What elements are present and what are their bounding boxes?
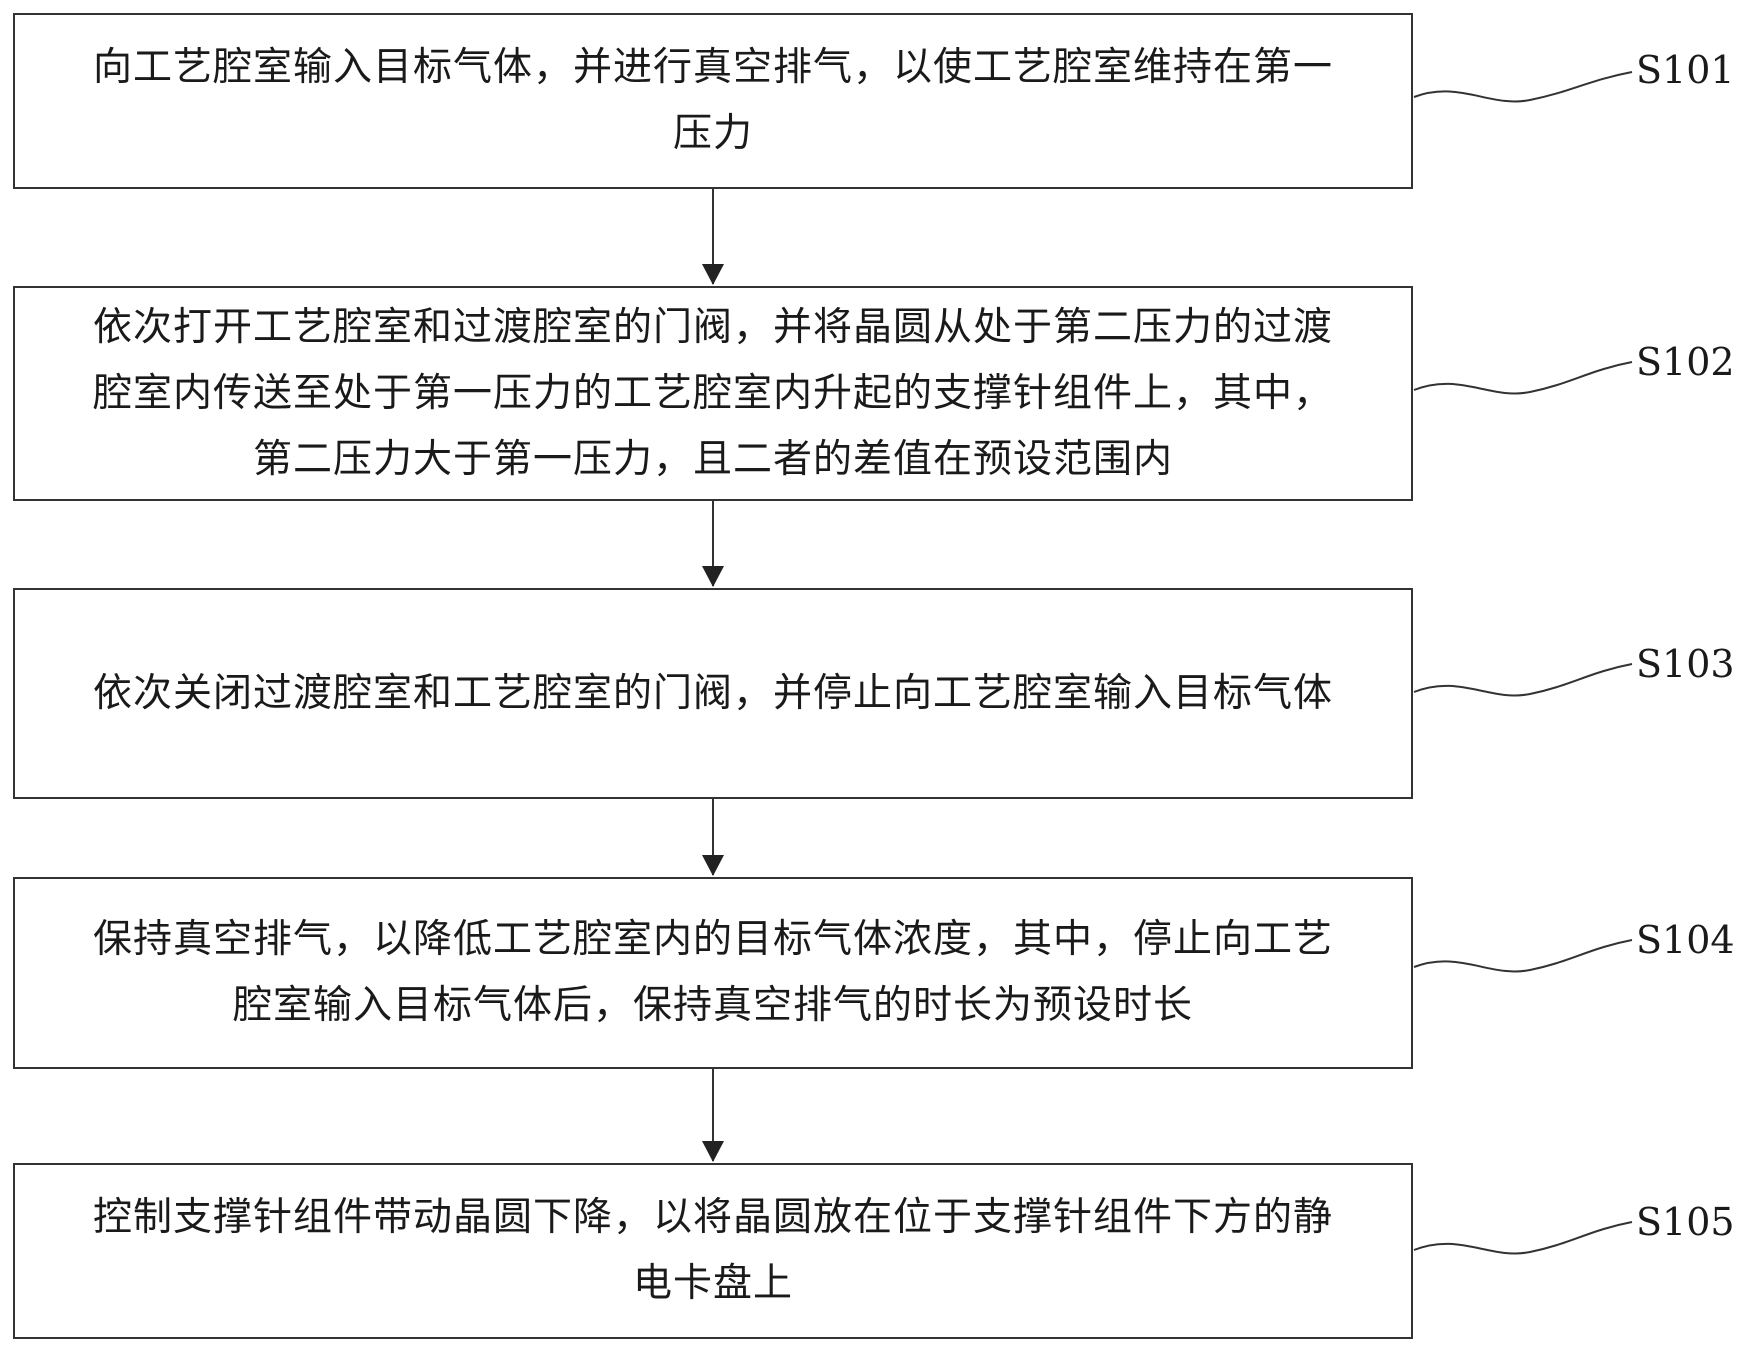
- step-text-s102: 依次打开工艺腔室和过渡腔室的门阀，并将晶圆从处于第二压力的过渡 腔室内传送至处于…: [37, 295, 1389, 493]
- step-line: 腔室内传送至处于第一压力的工艺腔室内升起的支撑针组件上，其中，: [92, 370, 1333, 416]
- step-label-s102: S102: [1636, 340, 1735, 384]
- step-label-s105: S105: [1636, 1200, 1735, 1244]
- step-line: 依次关闭过渡腔室和工艺腔室的门阀，并停止向工艺腔室输入目标气体: [92, 670, 1333, 716]
- step-label-s104: S104: [1636, 918, 1735, 962]
- step-label-s101: S101: [1636, 48, 1735, 92]
- step-box-s103: 依次关闭过渡腔室和工艺腔室的门阀，并停止向工艺腔室输入目标气体: [13, 588, 1413, 799]
- arrowhead-s104: [702, 855, 724, 876]
- step-box-s102: 依次打开工艺腔室和过渡腔室的门阀，并将晶圆从处于第二压力的过渡 腔室内传送至处于…: [13, 286, 1413, 501]
- step-box-s105: 控制支撑针组件带动晶圆下降，以将晶圆放在位于支撑针组件下方的静 电卡盘上: [13, 1163, 1413, 1339]
- step-line: 保持真空排气，以降低工艺腔室内的目标气体浓度，其中，停止向工艺: [92, 917, 1333, 962]
- leader-line-s104: [1413, 939, 1633, 973]
- step-line: 电卡盘上: [632, 1261, 793, 1306]
- step-line: 第二压力大于第一压力，且二者的差值在预设范围内: [252, 436, 1173, 482]
- step-line: 控制支撑针组件带动晶圆下降，以将晶圆放在位于支撑针组件下方的静: [92, 1195, 1333, 1240]
- step-line: 依次打开工艺腔室和过渡腔室的门阀，并将晶圆从处于第二压力的过渡: [92, 304, 1333, 350]
- step-box-s104: 保持真空排气，以降低工艺腔室内的目标气体浓度，其中，停止向工艺 腔室输入目标气体…: [13, 877, 1413, 1069]
- leader-line-s101: [1413, 71, 1633, 103]
- arrowhead-s102: [702, 264, 724, 285]
- arrowhead-s103: [702, 566, 724, 587]
- step-line: 压力: [672, 111, 753, 156]
- step-text-s105: 控制支撑针组件带动晶圆下降，以将晶圆放在位于支撑针组件下方的静 电卡盘上: [37, 1185, 1389, 1317]
- leader-line-s102: [1413, 361, 1633, 395]
- step-label-s103: S103: [1636, 642, 1735, 686]
- step-box-s101: 向工艺腔室输入目标气体，并进行真空排气，以使工艺腔室维持在第一 压力: [13, 13, 1413, 189]
- leader-line-s103: [1413, 663, 1633, 697]
- step-text-s103: 依次关闭过渡腔室和工艺腔室的门阀，并停止向工艺腔室输入目标气体: [37, 661, 1389, 727]
- leader-line-s105: [1413, 1221, 1633, 1255]
- step-line: 向工艺腔室输入目标气体，并进行真空排气，以使工艺腔室维持在第一: [92, 45, 1333, 90]
- step-line: 腔室输入目标气体后，保持真空排气的时长为预设时长: [232, 983, 1193, 1028]
- arrowhead-s105: [702, 1141, 724, 1162]
- step-text-s104: 保持真空排气，以降低工艺腔室内的目标气体浓度，其中，停止向工艺 腔室输入目标气体…: [37, 907, 1389, 1039]
- step-text-s101: 向工艺腔室输入目标气体，并进行真空排气，以使工艺腔室维持在第一 压力: [37, 35, 1389, 167]
